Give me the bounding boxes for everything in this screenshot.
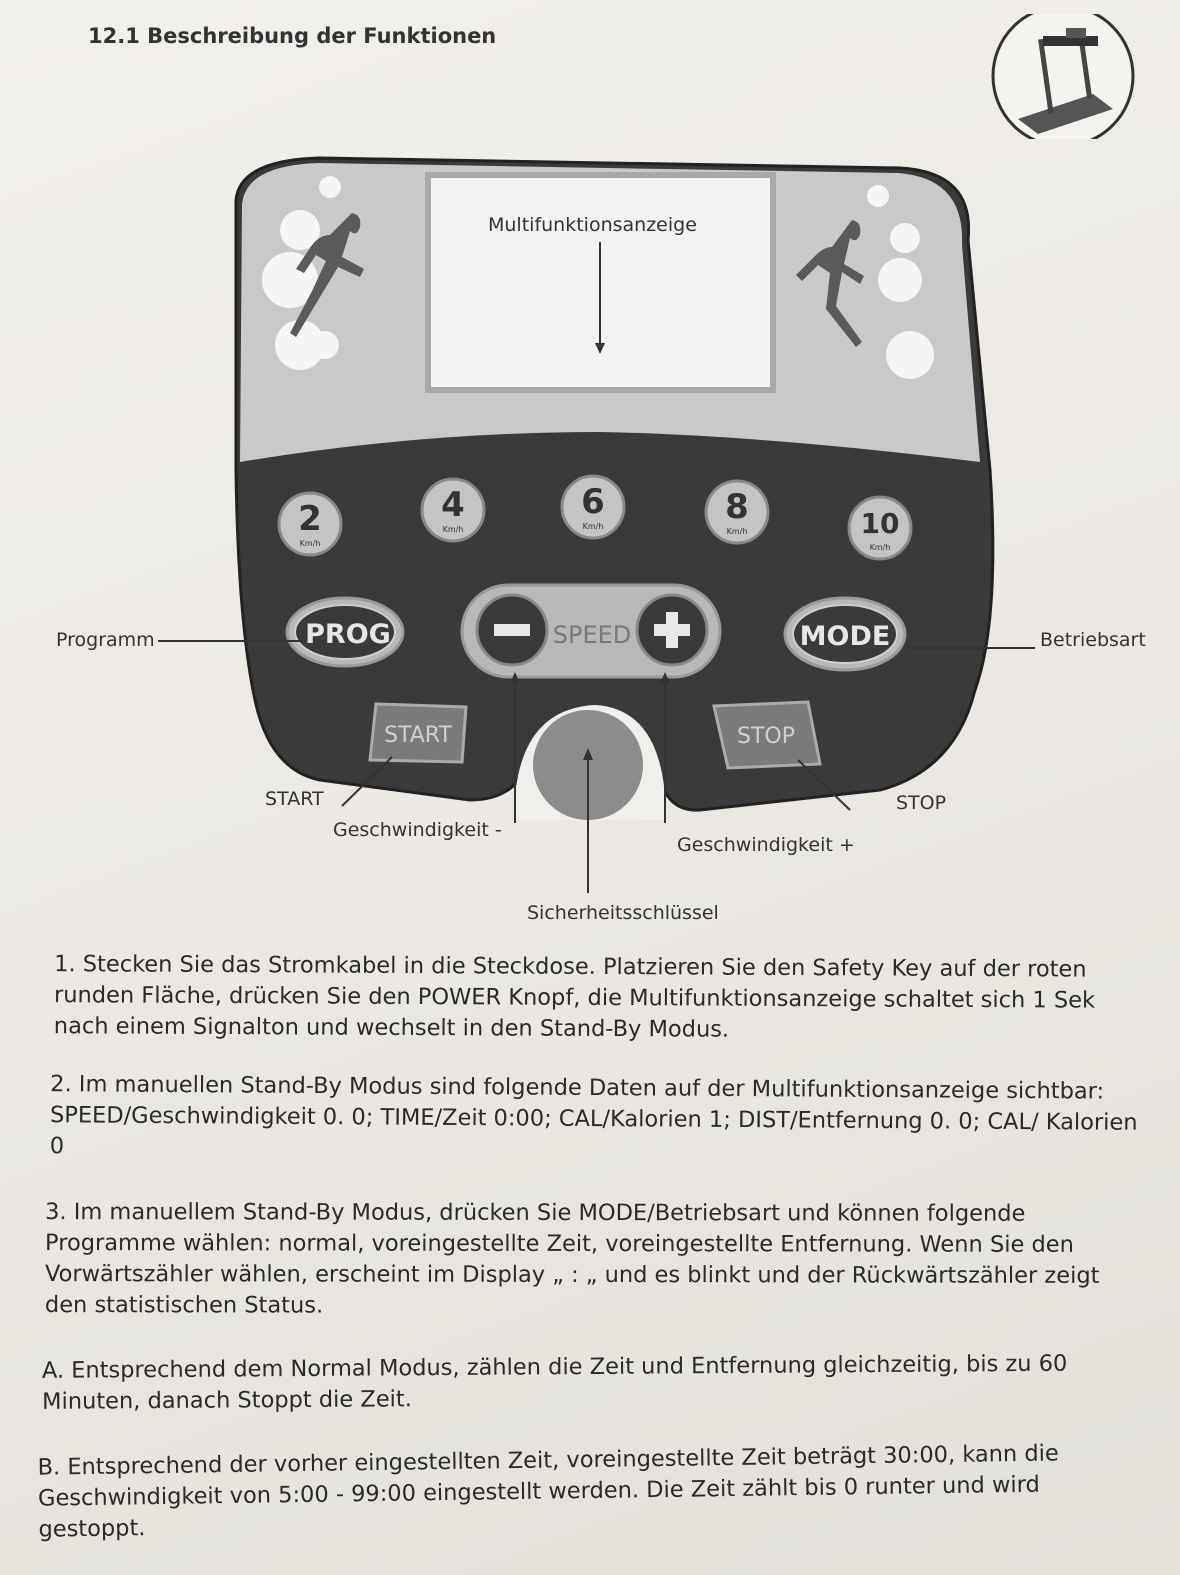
- speed-plus-button[interactable]: [635, 593, 709, 667]
- paragraph-1: 1. Stecken Sie das Stromkabel in die Ste…: [53, 951, 1096, 1043]
- speed-button-6[interactable]: 6 Km/h: [560, 474, 626, 540]
- callout-programm: Programm: [56, 629, 155, 651]
- svg-text:2: 2: [298, 499, 322, 539]
- svg-text:Km/h: Km/h: [443, 525, 464, 534]
- speed-button-8[interactable]: 8 Km/h: [704, 479, 770, 545]
- mode-button[interactable]: MODE: [783, 596, 907, 672]
- svg-text:Km/h: Km/h: [583, 522, 604, 531]
- callout-lines: [158, 640, 1035, 893]
- speed-button-10[interactable]: 10 Km/h: [847, 495, 913, 561]
- svg-text:8: 8: [725, 487, 749, 527]
- treadmill-thumbnail-icon: [991, 14, 1135, 139]
- svg-text:PROG: PROG: [305, 619, 391, 650]
- runner-left-icon: [262, 176, 341, 370]
- svg-text:10: 10: [861, 507, 900, 540]
- callout-stop: STOP: [896, 792, 947, 814]
- svg-text:SPEED: SPEED: [553, 621, 632, 649]
- control-panel-diagram: 2 Km/h 4 Km/h 6 Km/h 8 Km/h 10 Km/h PROG…: [158, 156, 1035, 893]
- callout-start: START: [265, 788, 324, 810]
- callout-safety-key: Sicherheitsschlüssel: [527, 902, 719, 924]
- prog-button[interactable]: PROG: [285, 596, 405, 668]
- start-button[interactable]: START: [368, 702, 468, 764]
- display-label: Multifunktionsanzeige: [488, 214, 697, 236]
- stop-button[interactable]: STOP: [712, 700, 822, 770]
- callout-speed-minus: Geschwindigkeit -: [333, 819, 502, 841]
- callout-betriebsart: Betriebsart: [1040, 629, 1146, 651]
- section-title: 12.1 Beschreibung der Funktionen: [88, 24, 497, 48]
- speed-button-2[interactable]: 2 Km/h: [277, 491, 343, 557]
- svg-text:START: START: [384, 723, 452, 748]
- svg-text:6: 6: [581, 482, 605, 522]
- paragraph-a: A. Entsprechend dem Normal Modus, zählen…: [41, 1350, 1068, 1415]
- paragraph-2: 2. Im manuellen Stand-By Modus sind folg…: [49, 1071, 1138, 1160]
- svg-text:MODE: MODE: [800, 621, 891, 652]
- runner-right-icon: [867, 185, 934, 379]
- svg-text:4: 4: [441, 485, 465, 525]
- speed-button-4[interactable]: 4 Km/h: [420, 477, 486, 543]
- svg-text:Km/h: Km/h: [727, 527, 748, 536]
- svg-text:STOP: STOP: [737, 724, 795, 749]
- speed-minus-button[interactable]: [475, 593, 549, 667]
- svg-text:Km/h: Km/h: [870, 543, 891, 552]
- callout-speed-plus: Geschwindigkeit +: [677, 834, 855, 856]
- svg-text:Km/h: Km/h: [300, 539, 321, 548]
- paragraph-3: 3. Im manuellem Stand-By Modus, drücken …: [44, 1199, 1100, 1319]
- paragraph-b: B. Entsprechend der vorher eingestellten…: [37, 1440, 1059, 1543]
